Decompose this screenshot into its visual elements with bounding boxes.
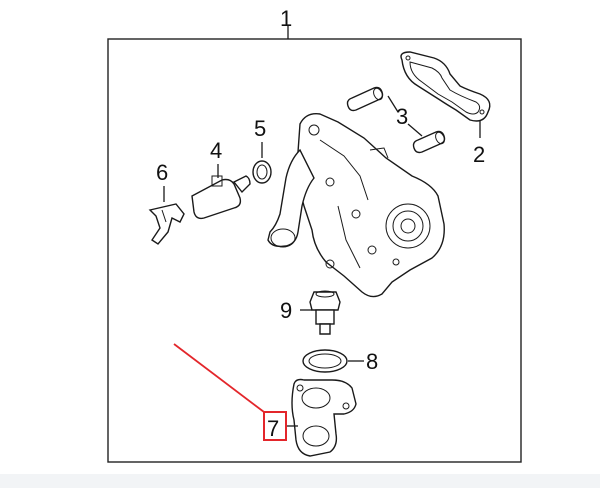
callout-7: 7: [267, 416, 279, 441]
dowel-pin-upper: [346, 86, 384, 112]
leader-line-3a: [387, 95, 399, 113]
footer-strip: [0, 474, 600, 488]
callout-1: 1: [280, 6, 292, 31]
dowel-pin-lower: [412, 130, 446, 154]
o-ring-large: [302, 349, 348, 373]
callout-2: 2: [473, 142, 485, 167]
gasket: [400, 51, 491, 122]
callout-5: 5: [254, 116, 266, 141]
callout-8: 8: [366, 349, 378, 374]
o-ring-small: [252, 160, 272, 184]
callout-6: 6: [156, 160, 168, 185]
callout-4: 4: [210, 138, 222, 163]
thermostat: [309, 290, 341, 335]
highlight-pointer-line: [173, 343, 265, 413]
water-pump-housing: [267, 113, 445, 298]
callout-3: 3: [396, 104, 408, 129]
diagram-frame: [107, 38, 522, 463]
temperature-sensor: [191, 175, 251, 220]
thermostat-housing: [291, 378, 357, 457]
sensor-bracket: [148, 203, 185, 245]
callout-9: 9: [280, 298, 292, 323]
leader-line-3b: [407, 123, 423, 137]
highlight-box: [263, 411, 287, 441]
